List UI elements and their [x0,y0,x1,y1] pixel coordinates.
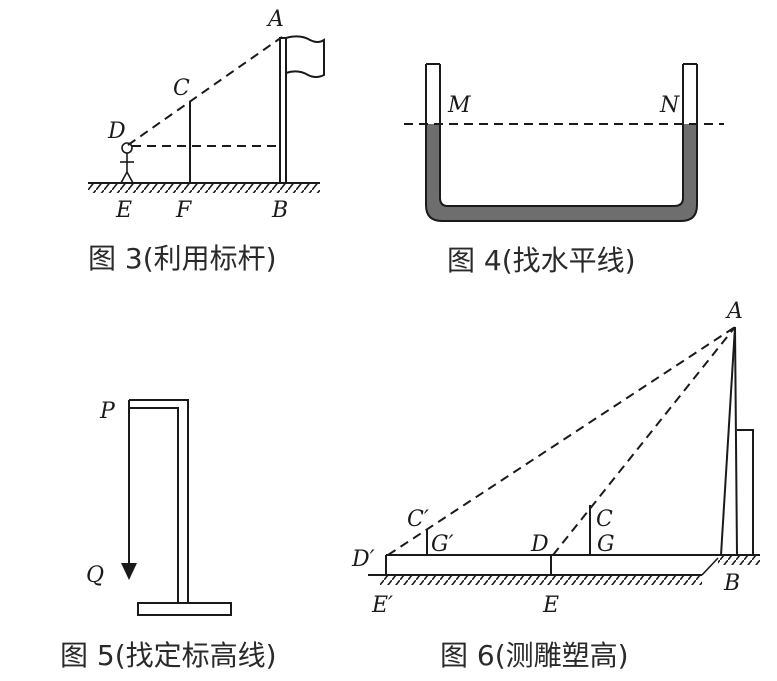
label-c: C [596,507,613,532]
caption-fig4: 图 4(找水平线) [447,244,636,277]
label-m: M [447,93,471,118]
sight-line-da [127,36,283,146]
statue-block [737,429,754,555]
u-tube-inner [439,64,684,207]
sight-line-d-a [552,326,736,556]
label-d: D [530,532,549,557]
label-n: N [659,93,680,118]
label-g: G [597,532,615,557]
ground-hatch [88,184,320,193]
label-c: C [173,76,190,101]
statue-right [734,326,738,556]
flag-icon [285,35,325,78]
figure-4: M N 图 4(找水平线) [404,63,724,277]
label-f: F [175,198,192,223]
label-d: D [107,119,126,144]
statue-left [720,326,736,556]
label-a: A [725,299,743,324]
sight-line-d-prime-a [387,326,736,556]
label-b: B [271,198,288,223]
slope-line [701,557,719,576]
caption-fig6: 图 6(测雕塑高) [440,639,629,672]
person-icon [120,142,134,184]
label-d-prime: D′ [351,547,375,572]
liquid-fill [426,124,697,221]
label-q: Q [86,563,104,588]
figure-6: A C′ G′ D′ E′ D C G E B 图 6(测雕塑高) [351,299,760,672]
stand-base [137,602,232,616]
label-e: E [115,198,132,223]
label-a: A [266,7,284,32]
figure-5: P Q 图 5(找定标高线) [60,399,277,672]
label-p: P [99,399,116,424]
label-b: B [723,571,740,596]
stand-outer [129,399,189,602]
label-e: E [542,593,559,618]
label-c-prime: C′ [407,507,429,532]
caption-fig3: 图 3(利用标杆) [88,242,277,275]
label-e-prime: E′ [371,593,393,618]
figure-3: A C D E F B 图 3(利用标杆) [88,7,325,275]
u-tube-outer [425,64,698,222]
base-hatch [718,556,760,565]
plumb-bob-icon [121,563,137,580]
stand-inner [129,407,179,602]
label-g-prime: G′ [431,532,454,557]
ground-hatch [380,576,702,585]
caption-fig5: 图 5(找定标高线) [60,639,277,672]
